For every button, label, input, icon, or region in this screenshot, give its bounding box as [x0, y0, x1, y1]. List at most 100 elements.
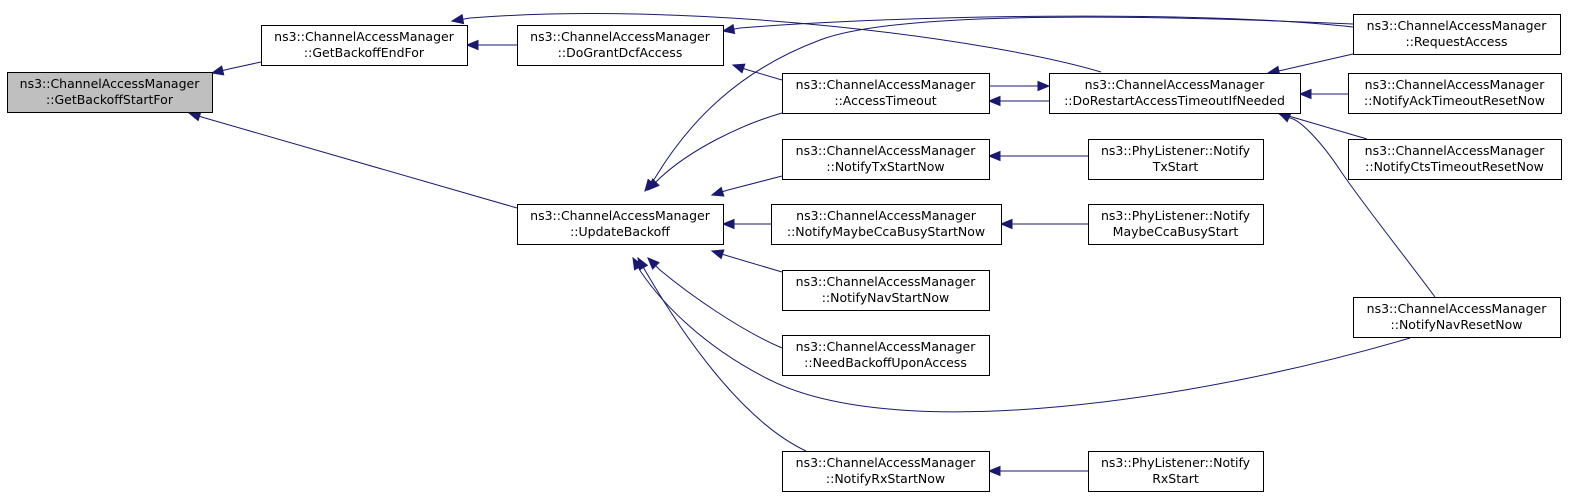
node-do-restart-access-timeout-if-needed[interactable]: ns3::ChannelAccessManager::DoRestartAcce…: [1049, 73, 1301, 114]
edge-line: [637, 257, 807, 452]
node-label-line1: ns3::ChannelAccessManager: [796, 77, 977, 92]
node-label-line1: ns3::PhyListener::Notify: [1101, 208, 1251, 223]
node-box: [1353, 297, 1561, 338]
arrowhead-icon: [210, 65, 225, 76]
node-box: [771, 204, 1002, 245]
node-label-line1: ns3::ChannelAccessManager: [274, 29, 455, 44]
edge-need-backoff-upon-access-to-update-backoff: [647, 257, 783, 349]
arrowhead-icon: [987, 95, 1001, 107]
edge-line: [1278, 112, 1436, 298]
edge-line: [451, 13, 1102, 73]
node-label-line1: ns3::ChannelAccessManager: [796, 143, 977, 158]
node-label-line1: ns3::ChannelAccessManager: [796, 455, 977, 470]
node-request-access[interactable]: ns3::ChannelAccessManager::RequestAccess: [1353, 14, 1561, 55]
node-notify-tx-start-now[interactable]: ns3::ChannelAccessManager::NotifyTxStart…: [782, 139, 990, 180]
node-box: [1348, 139, 1562, 180]
arrowhead-icon: [999, 218, 1013, 230]
edge-line: [644, 16, 1354, 192]
node-get-backoff-end-for[interactable]: ns3::ChannelAccessManager::GetBackoffEnd…: [261, 25, 468, 66]
node-box: [517, 25, 724, 66]
arrowhead-icon: [710, 249, 725, 260]
node-box: [1049, 73, 1301, 114]
node-box: [782, 451, 990, 492]
edge-do-grant-dcf-access-to-get-backoff-end-for: [465, 39, 517, 51]
node-label-line1: ns3::ChannelAccessManager: [20, 76, 201, 91]
arrowhead-icon: [987, 465, 1001, 477]
node-label-line1: ns3::ChannelAccessManager: [1365, 143, 1546, 158]
edge-request-access-to-update-backoff: [644, 16, 1354, 193]
node-do-grant-dcf-access[interactable]: ns3::ChannelAccessManager::DoGrantDcfAcc…: [517, 25, 724, 66]
node-notify-ack-timeout-reset-now[interactable]: ns3::ChannelAccessManager::NotifyAckTime…: [1348, 73, 1562, 114]
edge-line: [647, 257, 783, 349]
node-box: [7, 72, 213, 113]
node-notify-maybe-cca-busy-start-now[interactable]: ns3::ChannelAccessManager::NotifyMaybeCc…: [771, 204, 1002, 245]
node-get-backoff-start-for[interactable]: ns3::ChannelAccessManager::GetBackoffSta…: [7, 72, 213, 113]
node-phy-listener-notify-tx-start[interactable]: ns3::PhyListener::NotifyTxStart: [1088, 139, 1264, 180]
node-access-timeout[interactable]: ns3::ChannelAccessManager::AccessTimeout: [782, 73, 990, 114]
node-label-line1: ns3::ChannelAccessManager: [1367, 301, 1548, 316]
node-label-line2: ::DoGrantDcfAccess: [558, 45, 683, 60]
node-update-backoff[interactable]: ns3::ChannelAccessManager::UpdateBackoff: [517, 204, 724, 245]
node-box: [782, 270, 990, 311]
node-label-line2: ::UpdateBackoff: [570, 224, 670, 239]
node-box: [782, 73, 990, 114]
edge-do-restart-access-timeout-if-needed-to-get-backoff-end-for: [450, 13, 1102, 73]
arrowhead-icon: [647, 257, 660, 270]
node-label-line2: ::RequestAccess: [1406, 34, 1508, 49]
node-box: [1088, 139, 1264, 180]
node-phy-listener-notify-maybe-cca-busy-start[interactable]: ns3::PhyListener::NotifyMaybeCcaBusyStar…: [1088, 204, 1264, 245]
edge-phy-listener-notify-rx-start-to-notify-rx-start-now: [987, 465, 1088, 477]
arrowhead-icon: [450, 13, 465, 25]
arrowhead-icon: [644, 178, 657, 193]
node-need-backoff-upon-access[interactable]: ns3::ChannelAccessManager::NeedBackoffUp…: [782, 335, 990, 376]
node-label-line2: ::NotifyCtsTimeoutResetNow: [1365, 159, 1544, 174]
node-label-line1: ns3::ChannelAccessManager: [1085, 77, 1266, 92]
edge-phy-listener-notify-maybe-cca-busy-start-to-notify-maybe-cca-busy-start-now: [999, 218, 1088, 230]
edge-access-timeout-to-do-grant-dcf-access: [731, 63, 783, 81]
node-label-line2: ::NotifyMaybeCcaBusyStartNow: [787, 224, 985, 239]
edge-do-restart-access-timeout-if-needed-to-access-timeout: [987, 95, 1049, 107]
node-notify-rx-start-now[interactable]: ns3::ChannelAccessManager::NotifyRxStart…: [782, 451, 990, 492]
node-label-line1: ns3::ChannelAccessManager: [796, 208, 977, 223]
edge-update-backoff-to-get-backoff-start-for: [187, 111, 518, 209]
node-notify-nav-reset-now[interactable]: ns3::ChannelAccessManager::NotifyNavRese…: [1353, 297, 1561, 338]
node-phy-listener-notify-rx-start[interactable]: ns3::PhyListener::NotifyRxStart: [1088, 451, 1264, 492]
node-label-line1: ns3::PhyListener::Notify: [1101, 143, 1251, 158]
edge-notify-nav-reset-now-to-update-backoff: [632, 256, 1411, 413]
node-label-line2: ::NeedBackoffUponAccess: [804, 355, 967, 370]
arrowhead-icon: [987, 150, 1001, 162]
node-box: [782, 335, 990, 376]
edge-notify-ack-timeout-reset-now-to-do-restart-access-timeout-if-needed: [1298, 88, 1348, 100]
node-label-line2: MaybeCcaBusyStart: [1113, 224, 1239, 239]
node-label-line2: ::GetBackoffStartFor: [46, 92, 174, 107]
node-label-line1: ns3::ChannelAccessManager: [530, 208, 711, 223]
edge-line: [1267, 53, 1354, 74]
edge-notify-maybe-cca-busy-start-now-to-update-backoff: [721, 218, 771, 230]
node-label-line1: ns3::PhyListener::Notify: [1101, 455, 1251, 470]
arrowhead-icon: [1298, 88, 1312, 100]
node-label-line2: TxStart: [1152, 159, 1199, 174]
node-notify-cts-timeout-reset-now[interactable]: ns3::ChannelAccessManager::NotifyCtsTime…: [1348, 139, 1562, 180]
node-label-line2: ::AccessTimeout: [834, 93, 936, 108]
arrowhead-icon: [632, 256, 644, 271]
arrowhead-icon: [465, 39, 479, 51]
edge-get-backoff-end-for-to-get-backoff-start-for: [210, 61, 262, 76]
arrowhead-icon: [1277, 112, 1292, 123]
node-label-line1: ns3::ChannelAccessManager: [1365, 77, 1546, 92]
node-label-line1: ns3::ChannelAccessManager: [796, 339, 977, 354]
arrowhead-icon: [187, 111, 202, 122]
edge-line: [722, 15, 1354, 32]
arrowhead-icon: [721, 218, 735, 230]
node-box: [261, 25, 468, 66]
node-box: [1348, 73, 1562, 114]
edge-notify-cts-timeout-reset-now-to-do-restart-access-timeout-if-needed: [1276, 111, 1368, 140]
arrowhead-icon: [1037, 80, 1051, 92]
edge-line: [647, 112, 783, 191]
node-box: [1088, 451, 1264, 492]
node-notify-nav-start-now[interactable]: ns3::ChannelAccessManager::NotifyNavStar…: [782, 270, 990, 311]
node-label-line2: ::NotifyTxStartNow: [826, 159, 944, 174]
edge-line: [1277, 112, 1368, 140]
nodes-layer: ns3::ChannelAccessManager::GetBackoffSta…: [7, 14, 1562, 492]
arrowhead-icon: [710, 186, 725, 197]
node-label-line2: ::NotifyRxStartNow: [826, 471, 945, 486]
